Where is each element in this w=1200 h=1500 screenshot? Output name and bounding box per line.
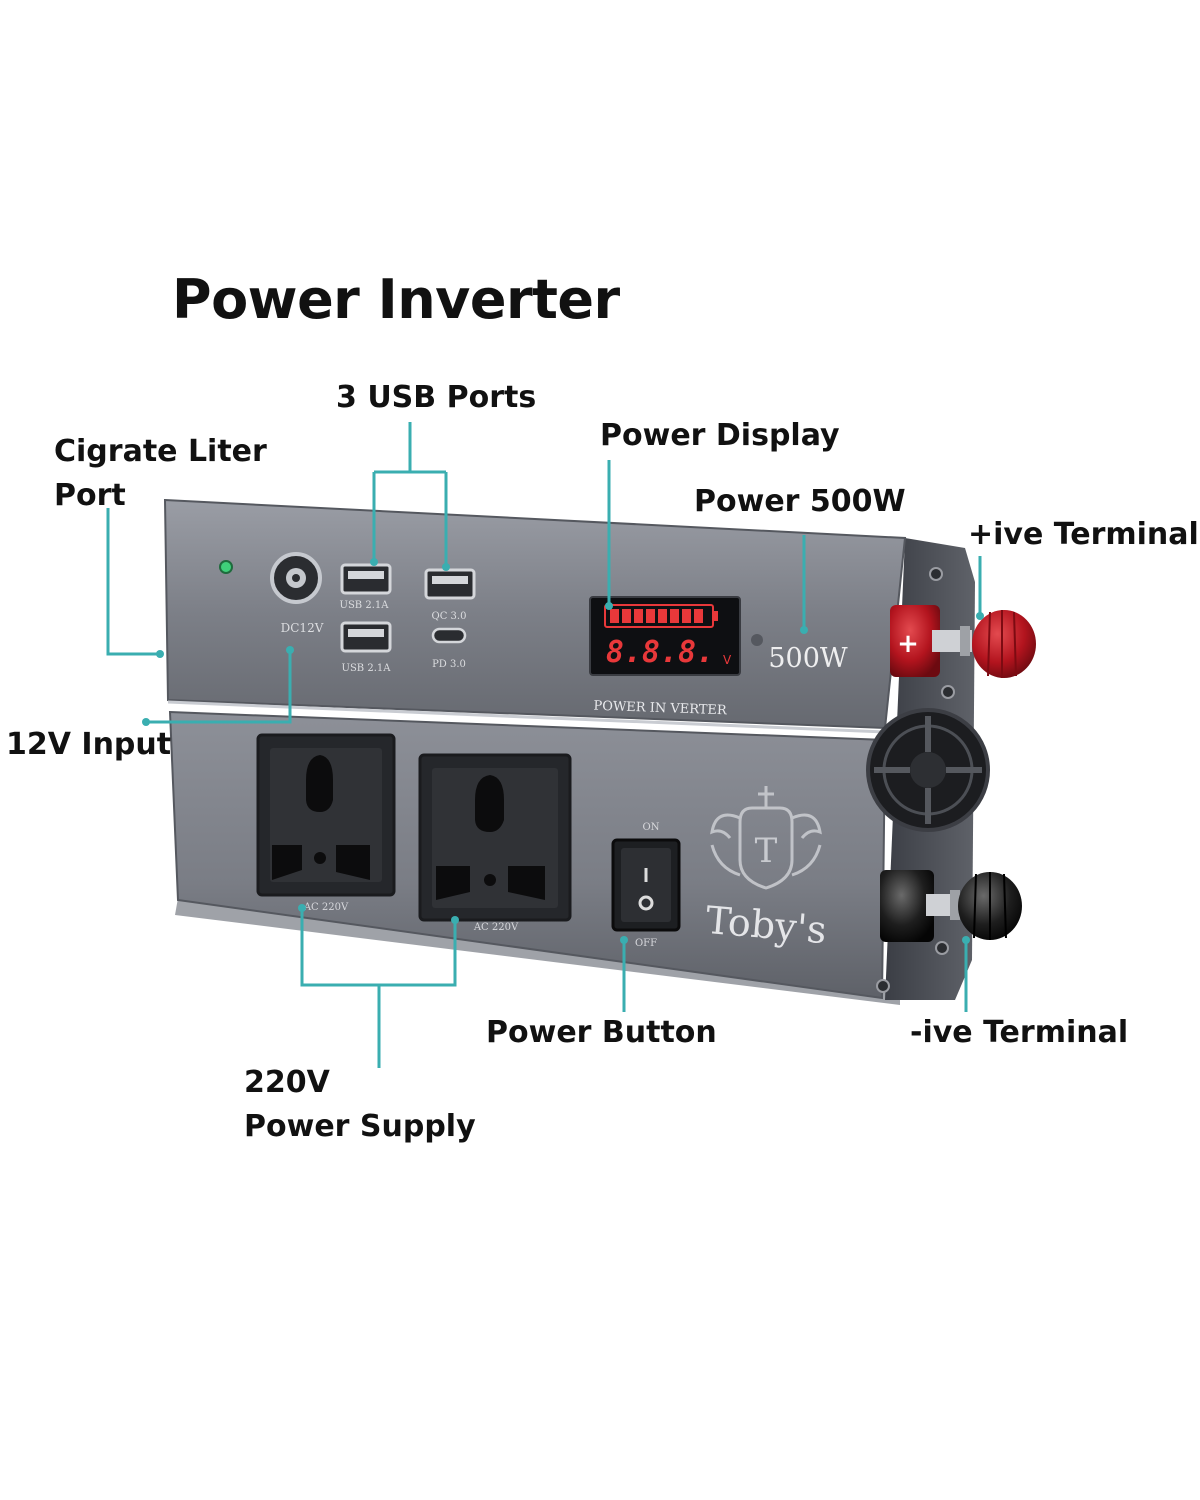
label-power-supply-line2: Power Supply (244, 1109, 476, 1144)
dc-port-label: DC12V (281, 621, 324, 635)
top-panel (163, 498, 907, 730)
label-power-button: Power Button (486, 1015, 717, 1050)
display-unit: V (723, 653, 732, 667)
brand-initial: T (755, 831, 778, 871)
brand-crest (710, 786, 822, 890)
usb-qc-label: QC 3.0 (432, 611, 467, 622)
leader-usb (372, 422, 448, 567)
screw (935, 941, 949, 955)
leader-supply (300, 908, 457, 1068)
socket2-label: AC 220V (473, 922, 519, 933)
label-power-supply: 220V Power Supply (244, 1061, 476, 1149)
negative-terminal (880, 870, 1022, 942)
screw (929, 567, 943, 581)
label-usb-ports: 3 USB Ports (336, 380, 537, 415)
positive-terminal (890, 605, 1036, 678)
usb-pd-label: PD 3.0 (432, 659, 466, 670)
display-reading: 8.8.8. (606, 635, 714, 670)
wattage-print: 500W (768, 643, 848, 674)
model-print: POWER IN VERTER (593, 699, 728, 719)
label-cigar-port-line1: Cigrate Liter (54, 434, 267, 469)
label-negative-terminal: -ive Terminal (910, 1015, 1129, 1050)
leader-lines (106, 422, 982, 1068)
label-power-supply-line1: 220V (244, 1065, 330, 1100)
status-led (219, 560, 233, 574)
usb-c-port (431, 627, 467, 644)
usb-a2-label: USB 2.1A (342, 663, 392, 674)
label-12v-input: 12V Input (6, 727, 172, 762)
usb-a1-label: USB 2.1A (340, 600, 390, 611)
socket1-label: AC 220V (303, 902, 349, 913)
leader-cigar (106, 508, 160, 656)
leader-12v (146, 650, 292, 724)
brand-name: Toby's (704, 898, 828, 952)
label-power-display: Power Display (600, 418, 840, 453)
label-cigar-port-line2: Port (54, 478, 126, 513)
page-title: Power Inverter (172, 268, 620, 331)
panel-ridge (167, 700, 886, 734)
screw (941, 685, 955, 699)
switch-off-label: OFF (635, 938, 657, 949)
plus-sign: + (897, 629, 919, 659)
label-cigar-port: Cigrate Liter Port (54, 430, 267, 518)
label-positive-terminal: +ive Terminal (968, 517, 1199, 552)
leader-dots (142, 558, 984, 944)
switch-on-label: ON (643, 822, 660, 833)
screw (876, 979, 890, 993)
label-power-rating: Power 500W (694, 484, 906, 519)
